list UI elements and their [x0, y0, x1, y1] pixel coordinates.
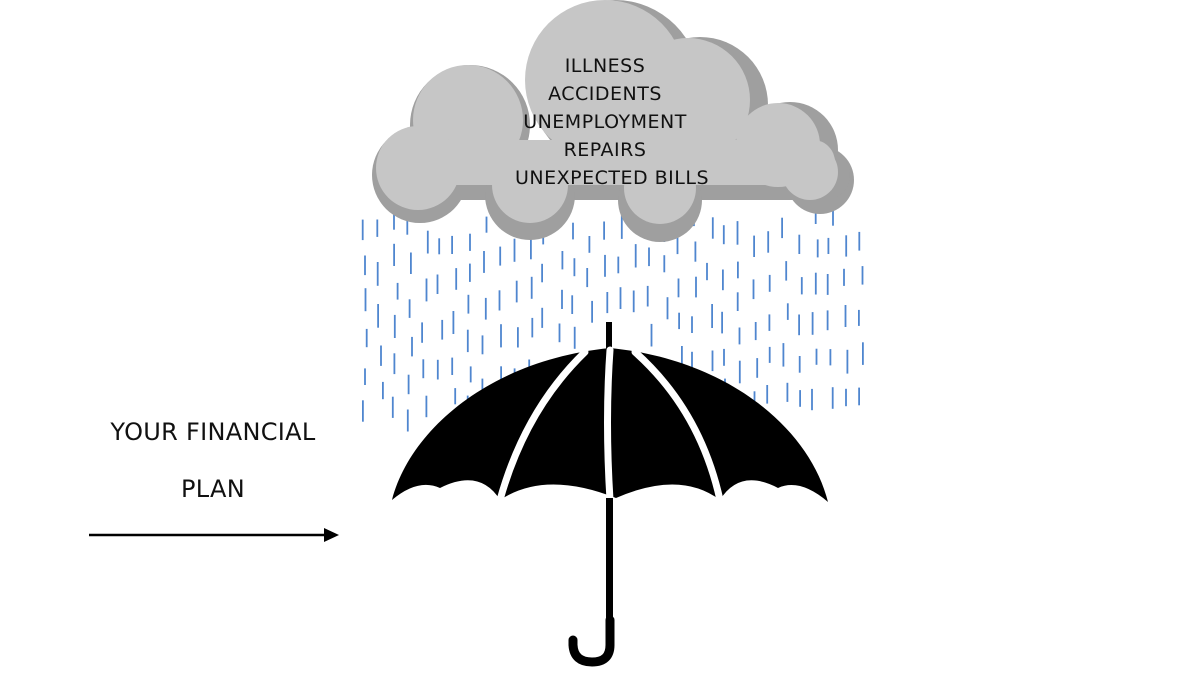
- rain: [361, 200, 864, 432]
- rain-cloud-icon: ILLNESS ACCIDENTS UNEMPLOYMENT REPAIRS UNEXP…: [372, 0, 854, 242]
- risk-item: UNEMPLOYMENT: [523, 111, 687, 133]
- arrow-right-icon: [89, 528, 339, 542]
- risk-item: ILLNESS: [565, 55, 646, 77]
- risk-item: REPAIRS: [564, 139, 647, 161]
- risk-item: UNEXPECTED BILLS: [515, 167, 709, 189]
- risk-list: ILLNESS ACCIDENTS UNEMPLOYMENT REPAIRS UNEXP…: [515, 55, 709, 189]
- plan-label-line-1: YOUR FINANCIAL: [110, 418, 316, 446]
- risk-item: ACCIDENTS: [548, 83, 662, 105]
- umbrella-icon: [392, 322, 828, 667]
- plan-label-line-2: PLAN: [181, 475, 245, 503]
